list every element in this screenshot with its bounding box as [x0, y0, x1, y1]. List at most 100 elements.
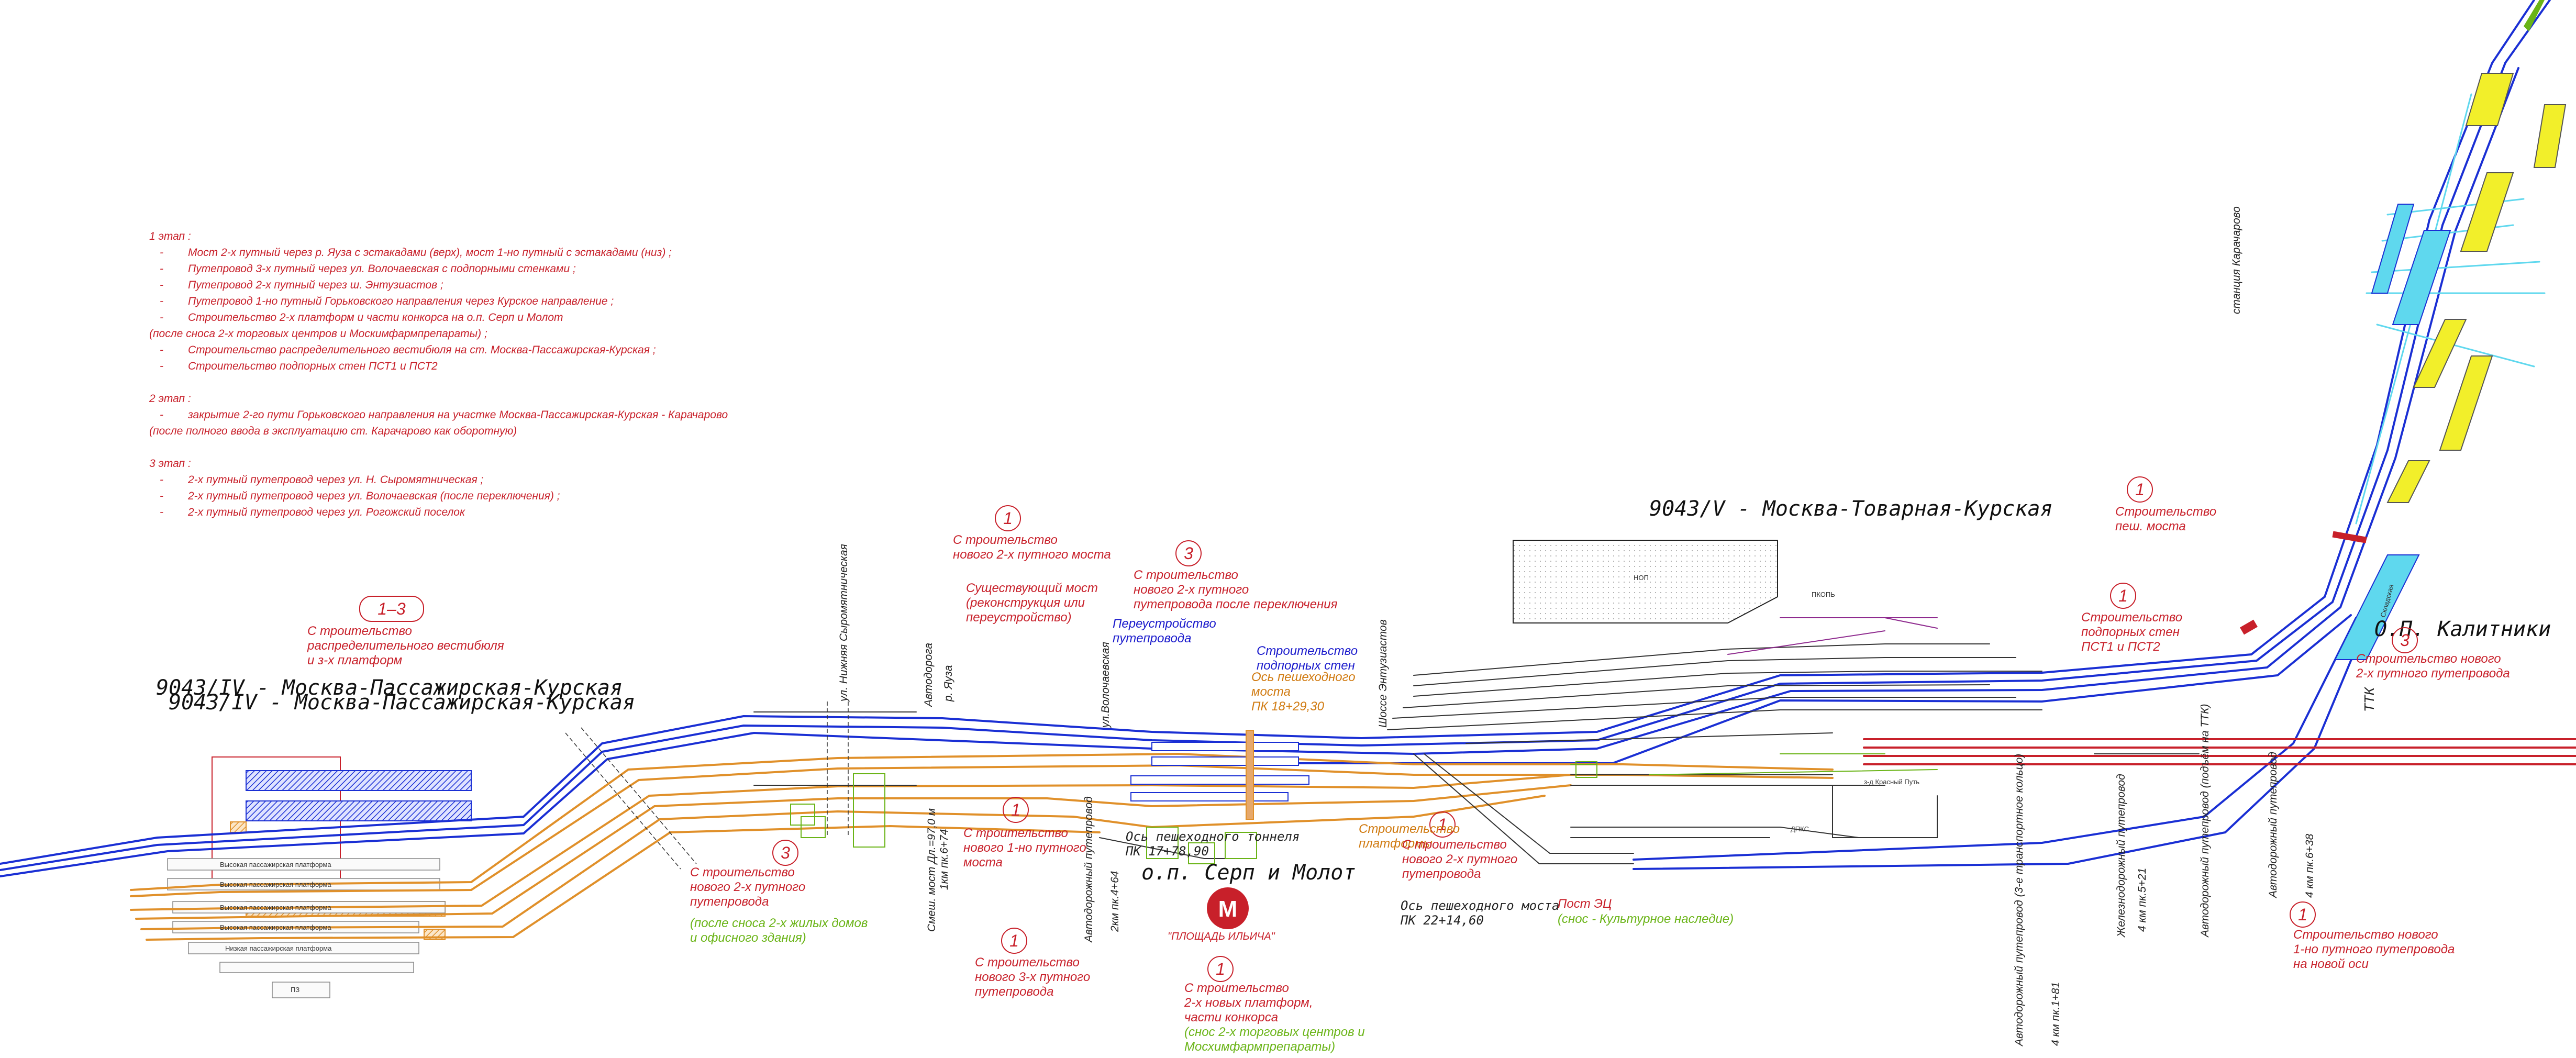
krasny-put-label: з-д Красный Путь — [1864, 778, 1919, 786]
annotation-post-ec-note: (снос - Культурное наследие) — [1558, 912, 1734, 926]
stage-circle: 1 — [1003, 797, 1029, 823]
blue-track-4 — [1256, 614, 2352, 764]
platform-label-1: Высокая пассажирская платформа — [220, 861, 331, 868]
stage2-note: (после полного ввода в эксплуатацию ст. … — [149, 425, 517, 437]
annotation-platforms-build: Строительство платформы — [1359, 822, 1460, 851]
annotation-platforms-2-note: (снос 2-х торговых центров и Мосхимфармп… — [1184, 1025, 1365, 1054]
stage-circle: 1 — [1429, 811, 1456, 838]
annotation-post-ec: Пост ЭЦ — [1558, 897, 1612, 911]
kalitniki-area — [2334, 0, 2567, 660]
overpass-outlines — [565, 701, 849, 870]
stage-circle: 3 — [772, 840, 798, 866]
platform-label-3: Высокая пассажирская платформа — [220, 904, 331, 911]
label-avto-pk: Автодорожный путепровод — [2267, 752, 2279, 898]
annotation-bridge-2: С троительство нового 2-х путного моста — [953, 533, 1111, 562]
annotation-overpass-1-new: Строительство нового 1-но путного путепр… — [2293, 928, 2455, 971]
stage1-note: (после сноса 2-х торговых центров и Моск… — [149, 328, 487, 340]
annotation-overpass-2-right: Строительство нового 2-х путного путепро… — [2356, 652, 2510, 681]
label-ttk: ТТК — [2361, 687, 2377, 712]
annotation-bridge-1: С троительство нового 1-но путного моста — [963, 826, 1086, 870]
stage1-item: Путепровод 3-х путный через ул. Волочаев… — [149, 261, 935, 277]
orange-track-1 — [130, 752, 1834, 891]
stage1-item: Путепровод 2-х путный через ш. Энтузиаст… — [149, 277, 935, 293]
svg-text:М: М — [1218, 896, 1238, 922]
stage1-item: Строительство 2-х платформ и части конко… — [149, 309, 935, 326]
annotation-rebuild-overpass: Переустройство путепровода — [1113, 617, 1216, 645]
label-yauza: р. Яуза — [942, 665, 954, 701]
annotation-overpass-3: С троительство нового 3-х путного путепр… — [975, 955, 1091, 999]
left-platforms — [167, 858, 446, 998]
label-avtodoroga: Автодорога — [923, 642, 935, 707]
stage-circle: 3 — [1175, 540, 1202, 566]
label-zhd-puteprovod: Железнодорожный путепровод — [2115, 774, 2127, 937]
label-avto-puteprovod: Автодорожный путепровод — [1083, 796, 1095, 942]
blue-track-2 — [0, 0, 2551, 871]
annotation-ped-bridge-new: Строительство пеш. моста — [2115, 505, 2217, 533]
label-avto-ttk3: Автодорожный путепровод (3-е транспортно… — [2013, 753, 2025, 1046]
annotation-pst-walls: Строительство подпорных стен ПСТ1 и ПСТ2 — [2081, 610, 2183, 654]
station-title-passazhirskaya-2: 9043/IV - Москва-Пассажирская-Курская — [169, 691, 636, 715]
stage1-item: Путепровод 1-но путный Горьковского напр… — [149, 293, 935, 309]
stage-circle: 1 — [1207, 956, 1234, 982]
platform-label-2: Высокая пассажирская платформа — [220, 881, 331, 888]
stage2-item: закрытие 2-го пути Горьковского направле… — [149, 407, 935, 423]
platform-block-4 — [230, 821, 247, 833]
pkopu-label: ПКОПЬ — [1812, 591, 1835, 598]
ped-bridge-mark — [2332, 531, 2367, 543]
serp-molot-platforms — [1130, 730, 1309, 820]
annotation-platforms-2: С троительство 2-х новых платформ, части… — [1184, 981, 1313, 1024]
annotation-ped-bridge-axis: Ось пешеходного моста ПК 22+14,60 — [1401, 898, 1560, 928]
platform-label-5: Низкая пассажирская платформа — [225, 944, 332, 952]
stage3-header: 3 этап : — [149, 458, 191, 470]
stage-circle: 3 — [2392, 627, 2418, 653]
orange-track-4 — [135, 784, 1572, 920]
platform-label-4: Высокая пассажирская платформа — [220, 923, 331, 931]
annotation-overpass-switch: С троительство нового 2-х путного путепр… — [1134, 568, 1338, 611]
platform-block-1 — [246, 770, 472, 791]
stage1-item: Строительство распределительного вестибю… — [149, 342, 935, 358]
stage3-item: 2-х путный путепровод через ул. Н. Сыром… — [149, 472, 935, 488]
orange-track-6 — [146, 825, 1101, 941]
label-pk-1km: 1км пк.6+74 — [938, 829, 950, 890]
station-title-passazhirskaya: 9043/IV - Москва-Пассажирская-Курская — [156, 676, 623, 700]
stage-circle: 1–3 — [359, 596, 424, 622]
nop-label: НОП — [1634, 574, 1649, 582]
label-karacharovo: станция Карачарово — [2230, 206, 2242, 314]
label-avto-ttk: Автодорожный путепровод (подъём на ТТК) — [2199, 704, 2211, 937]
station-title-tovarnaya: 9043/V - Москва-Товарная-Курская — [1649, 497, 2053, 521]
nop-building — [1513, 540, 1778, 623]
label-pk-4km-3: 4 км пк.6+38 — [2304, 833, 2316, 898]
stage1-item: Строительство подпорных стен ПСТ1 и ПСТ2 — [149, 358, 935, 374]
stage-circle: 1 — [2127, 476, 2153, 503]
label-volochaevskaya: ул.Волочаевская — [1100, 642, 1112, 728]
orange-track-5 — [140, 795, 1546, 930]
annotation-ped-tunnel: Ось пешеходного тоннеля ПК 17+78,90 — [1126, 829, 1300, 859]
label-entuziastov: Шоссе Энтузиастов — [1377, 619, 1389, 728]
stage2-header: 2 этап : — [149, 393, 191, 405]
stage1-header: 1 этап : — [149, 230, 191, 242]
blue-track-3 — [0, 67, 2519, 877]
annotation-retaining-walls: Строительство подпорных стен — [1257, 644, 1358, 673]
blue-track-6 — [1633, 622, 2368, 870]
annotation-overpass-2-mid: С троительство нового 2-х путного путепр… — [1402, 838, 1518, 881]
label-syromyatnicheskaya: ул. Нижняя Сыромятническая — [838, 544, 850, 701]
stage1-item: Мост 2-х путный через р. Яуза с эстакада… — [149, 244, 935, 261]
stage-circle: 1 — [2110, 583, 2136, 609]
blue-track-1 — [0, 0, 2535, 865]
blue-track-5 — [1633, 617, 2357, 861]
stage3-item: 2-х путный путепровод через ул. Рогожски… — [149, 504, 935, 520]
annotation-ped-axis-1: Ось пешеходного моста ПК 18+29,30 — [1251, 670, 1356, 714]
stages-legend: 1 этап : Мост 2-х путный через р. Яуза с… — [149, 228, 935, 520]
station-title-serp-molot: о.п. Серп и Молот — [1141, 861, 1356, 885]
stage-circle: 1 — [995, 505, 1021, 531]
metro-logo: М — [1207, 887, 1249, 929]
annotation-overpass-2-left-note: (после сноса 2-х жилых домов и офисного … — [690, 916, 868, 945]
annotation-overpass-2-left: С троительство нового 2-х путного путепр… — [690, 865, 806, 909]
dpks-label: ДПКС — [1791, 825, 1809, 833]
label-pk-4km-2: 4 км пк.5+21 — [2136, 867, 2148, 932]
metro-station-label: "ПЛОЩАДЬ ИЛЬИЧА" — [1168, 931, 1275, 942]
orange-track-3 — [130, 774, 1572, 911]
label-smesh-most: Смеш. мост Дл.=97,0 м — [926, 808, 938, 932]
label-pk-4km-1: 4 км пк.1+81 — [2050, 982, 2062, 1046]
